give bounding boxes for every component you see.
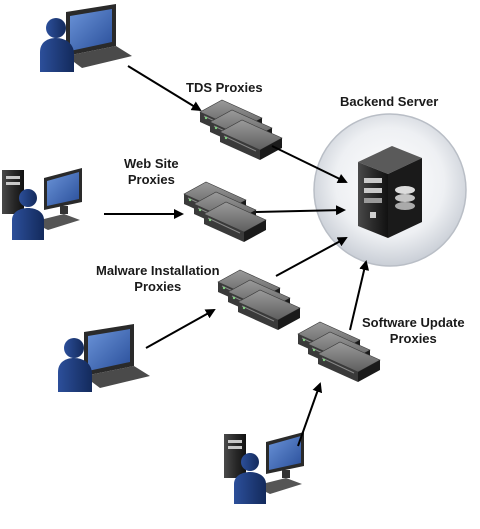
client-desktop-icon-2 <box>224 432 304 504</box>
arrow-client3-to-malware <box>145 309 216 349</box>
arrow-malware-to-backend <box>275 237 348 277</box>
backend-server-icon <box>358 146 422 238</box>
arrow-software-to-backend <box>349 260 370 331</box>
arrow-tds-to-backend <box>271 145 348 183</box>
tds-proxy-icon <box>200 100 282 160</box>
tds-proxies-label: TDS Proxies <box>186 80 263 95</box>
arrow-client4-to-software <box>297 382 323 447</box>
software-update-proxies-label: Software Update Proxies <box>362 315 465 346</box>
website-proxy-icon <box>184 182 266 242</box>
backend-server-label: Backend Server <box>340 94 439 109</box>
website-proxies-label: Web Site Proxies <box>124 156 179 187</box>
arrow-website-to-backend <box>255 205 346 216</box>
client-laptop-icon-2 <box>58 324 150 392</box>
arrow-client1-to-tds <box>127 65 202 112</box>
client-desktop-icon-1 <box>2 168 82 240</box>
malware-proxy-icon <box>218 270 300 330</box>
client-laptop-icon-1 <box>40 4 132 72</box>
malware-proxies-label: Malware Installation Proxies <box>96 263 220 294</box>
